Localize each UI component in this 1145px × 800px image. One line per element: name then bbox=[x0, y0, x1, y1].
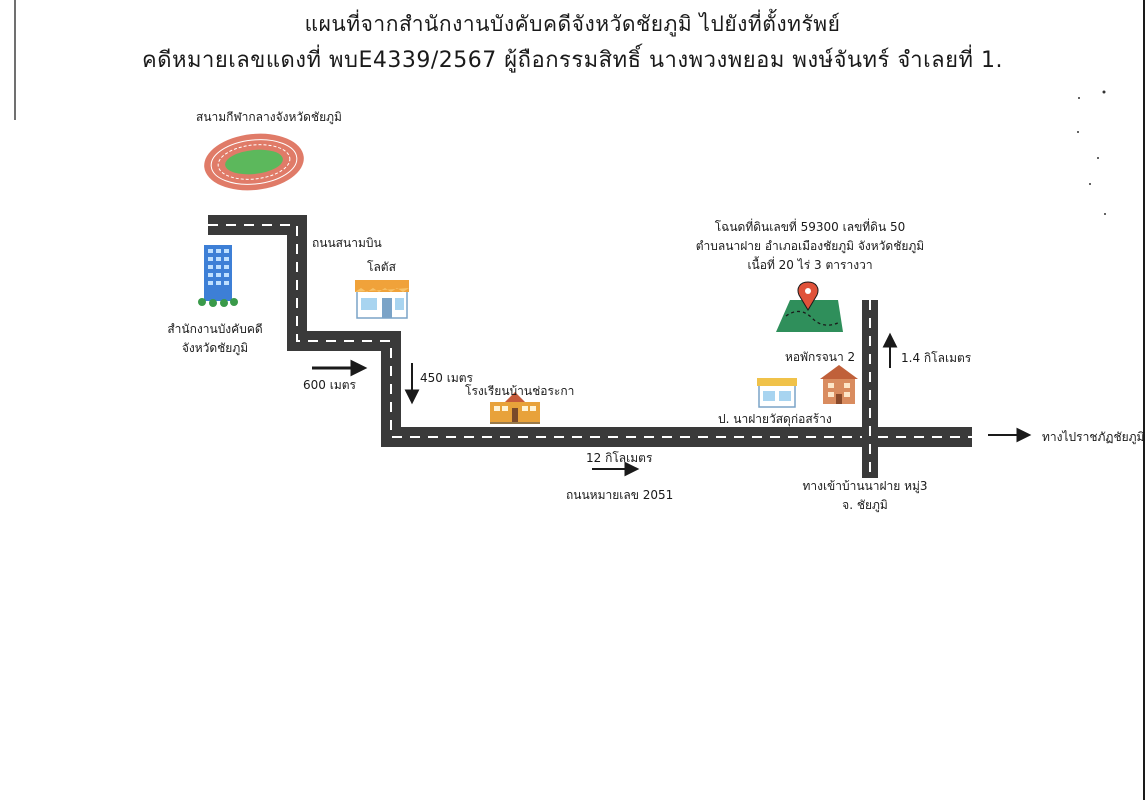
road-airport-dash bbox=[208, 224, 972, 438]
school-icon bbox=[490, 392, 540, 424]
distance-1-4km: 1.4 กิโลเมตร bbox=[901, 351, 972, 365]
scan-specks bbox=[1077, 90, 1106, 215]
office-label-line2: จังหวัดชัยภูมิ bbox=[181, 341, 249, 355]
property-details: โฉนดที่ดินเลขที่ 59300 เลขที่ดิน 50 ตำบล… bbox=[680, 218, 940, 275]
dorm-label: หอพักรจนา 2 bbox=[785, 350, 856, 364]
location-pin-icon bbox=[797, 281, 819, 311]
stadium-label: สนามกีฬากลางจังหวัดชัยภูมิ bbox=[196, 110, 342, 124]
village-entry-line1: ทางเข้าบ้านนาฝาย หมู่3 bbox=[802, 479, 928, 493]
map-title: แผนที่จากสำนักงานบังคับคดีจังหวัดชัยภูมิ… bbox=[304, 12, 841, 36]
school-label: โรงเรียนบ้านช่อระกา bbox=[465, 384, 575, 398]
airport-road-label: ถนนสนามบิน bbox=[312, 236, 382, 250]
stadium-icon bbox=[204, 133, 304, 191]
office-label: สำนักงานบังคับคดี จังหวัดชัยภูมิ bbox=[160, 320, 270, 358]
scan-edge-left bbox=[14, 0, 16, 120]
property-location: ตำบลนาฝาย อำเภอเมืองชัยภูมิ จังหวัดชัยภู… bbox=[695, 239, 925, 253]
to-university-label: ทางไปราชภัฏชัยภูมิ bbox=[1042, 430, 1145, 444]
land-plot-icon bbox=[776, 300, 843, 332]
case-subtitle: คดีหมายเลขแดงที่ พบE4339/2567 ผู้ถือกรรม… bbox=[142, 48, 1003, 73]
highway-label: ถนนหมายเลข 2051 bbox=[566, 488, 674, 502]
store-icon bbox=[355, 280, 409, 319]
dorm-icon bbox=[820, 365, 858, 404]
lotus-label: โลตัส bbox=[367, 260, 396, 274]
village-entry-label: ทางเข้าบ้านนาฝาย หมู่3 จ. ชัยภูมิ bbox=[790, 477, 940, 515]
distance-600m: 600 เมตร bbox=[303, 378, 356, 392]
village-entry-line2: จ. ชัยภูมิ bbox=[842, 498, 888, 512]
property-deed: โฉนดที่ดินเลขที่ 59300 เลขที่ดิน 50 bbox=[714, 220, 906, 234]
scan-edge bbox=[1143, 0, 1145, 800]
property-area: เนื้อที่ 20 ไร่ 3 ตารางวา bbox=[747, 258, 873, 272]
distance-12km: 12 กิโลเมตร bbox=[586, 451, 653, 465]
office-building-icon bbox=[198, 245, 238, 307]
road-network bbox=[208, 215, 972, 478]
hardware-shop-label: ป. นาฝายวัสดุก่อสร้าง bbox=[718, 412, 832, 426]
direction-arrows bbox=[312, 332, 1032, 477]
office-label-line1: สำนักงานบังคับคดี bbox=[167, 322, 263, 336]
hardware-shop-icon bbox=[757, 378, 797, 408]
distance-450m: 450 เมตร bbox=[420, 371, 473, 385]
